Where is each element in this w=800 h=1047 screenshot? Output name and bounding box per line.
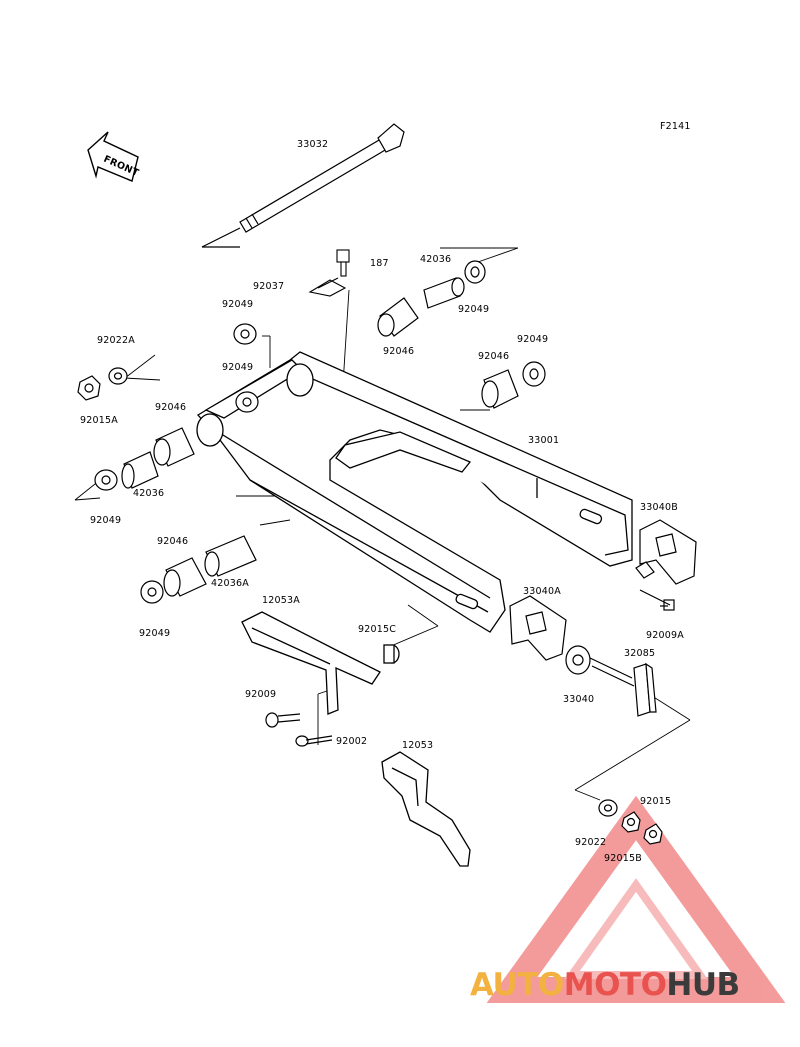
part-label: 33040B — [640, 502, 678, 513]
part-label: 33040A — [523, 586, 561, 597]
diagram-code: F2141 — [660, 121, 691, 132]
screws — [265, 712, 333, 747]
part-label: 92046 — [157, 536, 188, 547]
part-label: 92009A — [646, 630, 684, 641]
part-label: 92037 — [253, 281, 284, 292]
part-label: 32085 — [624, 648, 655, 659]
part-label: 92022A — [97, 335, 135, 346]
block-32085 — [633, 662, 657, 717]
part-label: 92015C — [358, 624, 396, 635]
bolt-187 — [308, 249, 350, 297]
part-label: 92015B — [604, 853, 642, 864]
part-labels: 33032 187 42036 92037 92049 92049 92046 … — [80, 139, 684, 864]
part-label: 12053 — [402, 740, 433, 751]
part-label: 92009 — [245, 689, 276, 700]
chain-guide-12053A — [241, 611, 400, 715]
part-label: 92049 — [458, 304, 489, 315]
watermark-text: AUTOMOTOHUB — [470, 967, 740, 1003]
watermark-part2: MOTO — [564, 967, 667, 1003]
part-label: 187 — [370, 258, 389, 269]
part-label: 12053A — [262, 595, 300, 606]
part-label: 92046 — [478, 351, 509, 362]
front-arrow: FRONT — [87, 131, 141, 182]
chain-adjusters — [509, 519, 697, 687]
svg-text:AUTOMOTOHUB: AUTOMOTOHUB — [470, 967, 740, 1003]
bushings-and-seals — [77, 260, 546, 604]
part-label: 92049 — [517, 334, 548, 345]
watermark-logo — [486, 795, 786, 1003]
part-label: 92049 — [222, 362, 253, 373]
part-label: 92049 — [90, 515, 121, 526]
part-label: 92015A — [80, 415, 118, 426]
chain-case-12053 — [381, 751, 471, 867]
leader-lines — [74, 247, 691, 801]
swingarm-33001 — [196, 351, 633, 633]
part-label: 92015 — [640, 796, 671, 807]
part-label: 92002 — [336, 736, 367, 747]
part-label: 42036 — [420, 254, 451, 265]
part-label: 33001 — [528, 435, 559, 446]
part-label: 92046 — [383, 346, 414, 357]
part-label: 92049 — [139, 628, 170, 639]
part-label: 42036A — [211, 578, 249, 589]
part-label: 92022 — [575, 837, 606, 848]
part-label: 92049 — [222, 299, 253, 310]
axle-nuts — [598, 799, 663, 845]
part-label: 33032 — [297, 139, 328, 150]
watermark-part3: HUB — [666, 967, 739, 1003]
part-label: 92046 — [155, 402, 186, 413]
watermark-part1: AUTO — [470, 967, 564, 1003]
axle-shaft — [201, 123, 405, 248]
part-label: 33040 — [563, 694, 594, 705]
part-label: 42036 — [133, 488, 164, 499]
